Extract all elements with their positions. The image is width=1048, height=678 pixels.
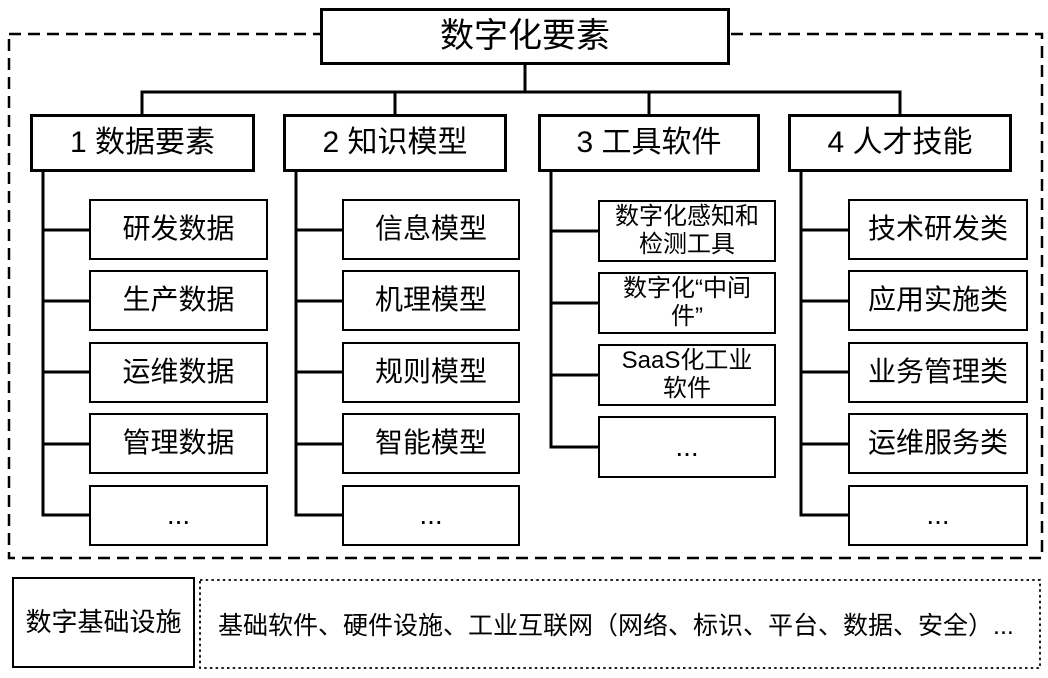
node-col2-row3: 规则模型 xyxy=(342,342,520,403)
column-header-tool-software: 3 工具软件 xyxy=(538,114,760,172)
node-col4-row1: 技术研发类 xyxy=(848,199,1028,260)
node-col4-row4: 运维服务类 xyxy=(848,413,1028,474)
node-col3-ellipsis: ... xyxy=(598,416,776,478)
node-col4-row3: 业务管理类 xyxy=(848,342,1028,403)
infrastructure-label-box: 数字基础设施 xyxy=(12,577,195,668)
node-col1-row3: 运维数据 xyxy=(89,342,268,403)
node-col1-row4: 管理数据 xyxy=(89,413,268,474)
column-header-knowledge-models: 2 知识模型 xyxy=(283,114,507,172)
node-col1-row2: 生产数据 xyxy=(89,270,268,331)
column-header-data-elements: 1 数据要素 xyxy=(30,114,255,172)
infrastructure-dotted-border xyxy=(199,579,1041,669)
column-header-talent-skills: 4 人才技能 xyxy=(788,114,1012,172)
node-col2-ellipsis: ... xyxy=(342,485,520,546)
node-col4-row2: 应用实施类 xyxy=(848,270,1028,331)
node-col2-row2: 机理模型 xyxy=(342,270,520,331)
node-col3-row2: 数字化“中间 件” xyxy=(598,272,776,334)
node-col1-row1: 研发数据 xyxy=(89,199,268,260)
node-col2-row1: 信息模型 xyxy=(342,199,520,260)
tree-branch-lines xyxy=(41,64,902,517)
node-col3-row3: SaaS化工业 软件 xyxy=(598,344,776,406)
node-col4-ellipsis: ... xyxy=(848,485,1028,546)
node-col1-ellipsis: ... xyxy=(89,485,268,546)
root-node: 数字化要素 xyxy=(320,8,730,65)
node-col3-row1: 数字化感知和 检测工具 xyxy=(598,200,776,262)
node-col2-row4: 智能模型 xyxy=(342,413,520,474)
infrastructure-description: 基础软件、硬件设施、工业互联网（网络、标识、平台、数据、安全）... xyxy=(218,612,1014,640)
